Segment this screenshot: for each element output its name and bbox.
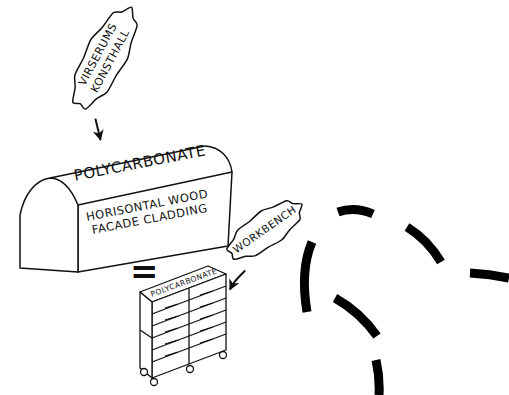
drawer-line [165,328,178,332]
caster-wheel [151,379,158,386]
drawer-line [200,327,213,331]
dash-stroke [304,242,312,312]
caster-wheel [141,369,148,376]
building-line [20,205,78,272]
node-title: POLYCARBONATE [69,141,210,186]
drawer-line [200,291,213,295]
drawer-line [165,316,178,320]
drawer-line [188,288,189,364]
thought-cloud: WORKBENCH [218,189,312,270]
cloud-outline [220,190,312,269]
building-line [205,146,232,172]
caster-wheel [220,352,227,359]
thought-cloud: VIRSERUMS KONSTHALL [59,0,150,119]
dash-stroke [376,360,379,395]
building-sketch: POLYCARBONATEHORISONTAL WOOD FACADE CLAD… [15,140,240,275]
equals-sign: = [130,250,159,293]
drawer-line [200,339,213,343]
sketch-arrow [230,271,245,290]
cloud-outline [61,0,150,116]
dash-stroke [407,227,441,262]
sketch-arrow [95,119,100,140]
dash-stroke [338,209,373,214]
drawer-line [165,340,178,344]
workbench-face [140,292,152,378]
drawer-line [140,330,152,338]
drawer-line [200,315,213,319]
drawer-line [165,352,178,356]
caster-wheel [187,366,194,373]
node-title: VIRSERUMS KONSTHALL [68,10,141,106]
node-title: WORKBENCH [224,195,306,266]
dash-stroke [335,298,377,336]
building-line [20,178,78,215]
drawer-line [200,303,213,307]
dashed-path [304,209,509,395]
drawer-line [165,304,178,308]
dash-stroke [470,273,509,278]
